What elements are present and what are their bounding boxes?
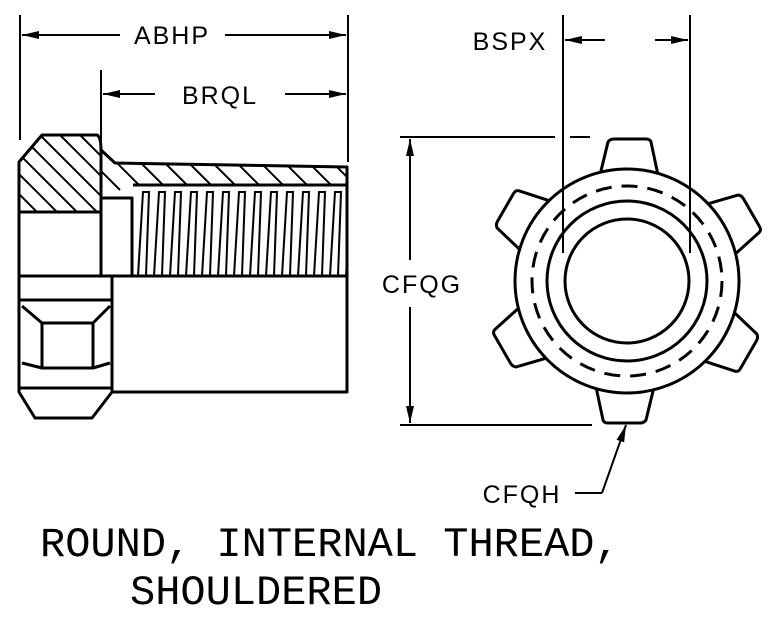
thread-lines <box>137 191 347 276</box>
side-view: ABHP BRQL <box>0 15 349 420</box>
tab <box>494 189 553 253</box>
end-view: BSPX CFQG CFQH <box>382 15 762 509</box>
thread-line <box>153 191 167 276</box>
hatch-line <box>19 135 101 212</box>
tab <box>492 305 551 369</box>
thread-line <box>329 191 343 276</box>
hatch-line <box>99 135 101 212</box>
thread-line <box>185 191 199 276</box>
thread-line <box>281 191 295 276</box>
dimension-cfqg: CFQG <box>382 136 592 426</box>
hatch-line <box>19 135 51 212</box>
label-bspx: BSPX <box>473 28 548 56</box>
hatch-line <box>19 135 71 212</box>
hatch-line <box>19 135 91 212</box>
tab <box>598 137 660 177</box>
hatch-line <box>343 150 347 191</box>
hatch-line <box>79 135 101 212</box>
thread-line <box>233 191 247 276</box>
tab <box>594 385 656 425</box>
thread-line <box>137 191 151 276</box>
shoulder-circle <box>545 199 709 363</box>
label-brql: BRQL <box>182 82 258 110</box>
hex-flat-face <box>40 321 95 370</box>
outer-circle <box>513 167 741 395</box>
label-abhp: ABHP <box>134 22 210 50</box>
thread-dashed-circle <box>530 184 724 378</box>
thread-line <box>265 191 279 276</box>
bore-circle <box>563 217 691 345</box>
hatch-line <box>101 150 121 191</box>
thread-line <box>217 191 231 276</box>
label-cfqh: CFQH <box>483 481 562 509</box>
thread-line <box>169 191 183 276</box>
tabs <box>492 137 762 425</box>
thread-line <box>313 191 327 276</box>
thread-line <box>201 191 215 276</box>
label-cfqg: CFQG <box>382 271 462 299</box>
head-hatch <box>0 135 101 225</box>
thread-line <box>297 191 311 276</box>
dimension-bspx: BSPX <box>473 15 691 253</box>
dimension-brql: BRQL <box>100 70 346 148</box>
hatch-line <box>59 135 101 212</box>
tab <box>703 193 762 257</box>
dimension-abhp: ABHP <box>19 15 349 162</box>
dimension-cfqh: CFQH <box>483 424 627 509</box>
caption-line-2: SHOULDERED <box>130 569 382 617</box>
part-outline <box>17 133 349 420</box>
hatch-line <box>39 135 101 212</box>
hatch-line <box>0 135 10 225</box>
thread-line <box>249 191 263 276</box>
caption-line-1: ROUND, INTERNAL THREAD, <box>40 521 620 569</box>
tab <box>701 309 760 373</box>
